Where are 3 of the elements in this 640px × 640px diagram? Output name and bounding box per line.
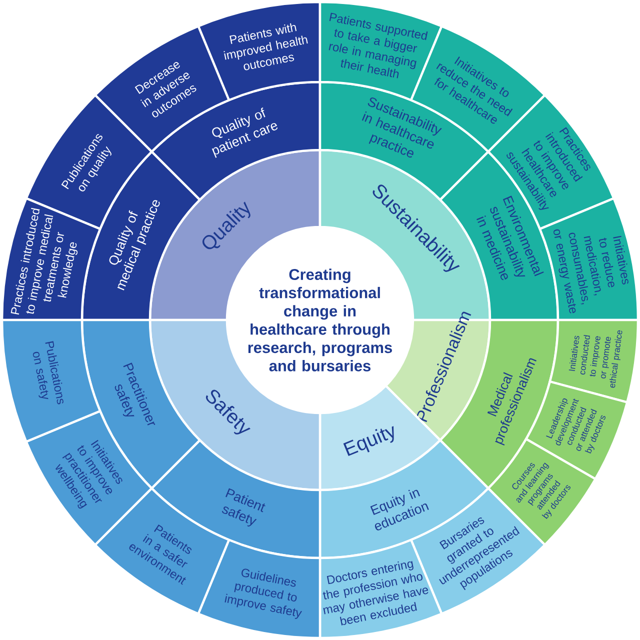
ring-segment: Practices introduced to improve medical treatments or knowledge	[0, 197, 102, 322]
ring-segment: Patients with improved health outcomes	[197, 0, 322, 102]
ring-segment: Guidelines produced to improve safety	[197, 538, 322, 640]
